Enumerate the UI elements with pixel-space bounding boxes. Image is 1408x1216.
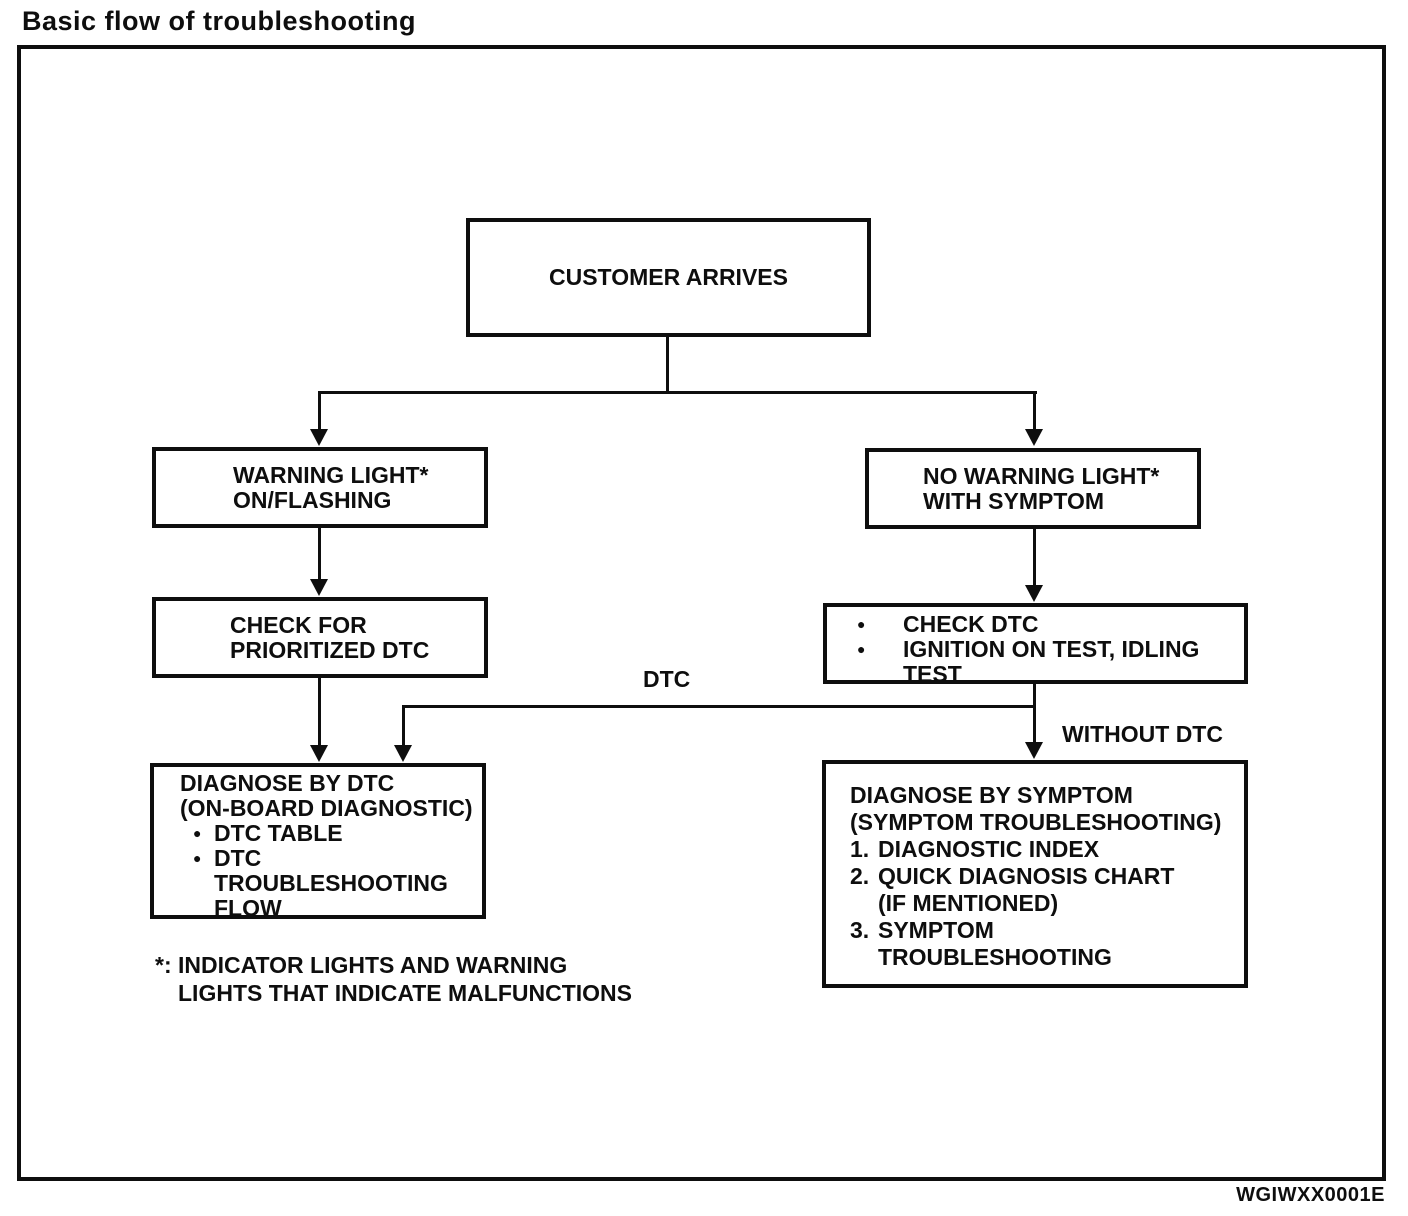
connector-branch-to-warning [318,391,321,431]
connector-no-warning-to-check-dtc [1033,526,1036,587]
numbered-item-line: DIAGNOSTIC INDEX [878,836,1100,862]
bullet-item-line: IGNITION ON TEST, IDLING [903,636,1200,662]
numbered-item: 1. DIAGNOSTIC INDEX [850,836,1238,863]
node-diagnose-by-dtc-title: (ON-BOARD DIAGNOSTIC) [180,795,473,821]
arrowhead-down-icon [394,745,412,762]
page-title: Basic flow of troubleshooting [22,6,416,36]
bullet-item: ● IGNITION ON TEST, IDLING TEST [857,637,1238,687]
bullet-icon: ● [857,641,866,657]
bullet-item: ● DTC TABLE [193,821,478,846]
connector-customer-to-branch [666,335,669,393]
node-warning-light-line: ON/FLASHING [233,486,392,513]
node-no-warning-light-line: WITH SYMPTOM [923,487,1105,514]
edge-label-dtc: DTC [643,666,691,692]
bullet-item-line: DTC [214,845,262,871]
node-no-warning-light-line: NO WARNING LIGHT* [923,462,1160,489]
node-check-prioritized-dtc: CHECK FOR PRIORITIZED DTC [152,597,488,678]
bullet-item-line: CHECK DTC [903,611,1039,637]
node-diagnose-by-symptom-title: (SYMPTOM TROUBLESHOOTING) [850,809,1222,835]
edge-label-without-dtc: WITHOUT DTC [1062,721,1223,747]
arrowhead-down-icon [310,429,328,446]
connector-dtc-branch-horizontal [402,705,1036,708]
bullet-item-line: FLOW [214,895,282,921]
numbered-item-line: TROUBLESHOOTING [878,944,1112,970]
bullet-item-line: TROUBLESHOOTING [214,870,448,896]
connector-branch-to-no-warning [1033,391,1036,431]
node-diagnose-by-dtc: DIAGNOSE BY DTC (ON-BOARD DIAGNOSTIC) ● … [150,763,486,921]
node-check-prioritized-dtc-line: CHECK FOR [230,611,367,638]
numbered-item-line: QUICK DIAGNOSIS CHART [878,863,1175,889]
bullet-icon: ● [193,825,202,841]
bullet-item-line: TEST [903,661,962,687]
connector-warning-to-check [318,525,321,581]
numbered-item-line: (IF MENTIONED) [878,890,1059,916]
footnote-line: LIGHTS THAT INDICATE MALFUNCTIONS [178,980,632,1006]
numbered-item: 2. QUICK DIAGNOSIS CHART (IF MENTIONED) [850,863,1238,917]
arrowhead-down-icon [310,579,328,596]
node-warning-light: WARNING LIGHT* ON/FLASHING [152,447,488,528]
numbered-item: 3. SYMPTOM TROUBLESHOOTING [850,917,1238,971]
arrowhead-down-icon [310,745,328,762]
connector-check-to-diagnose-dtc [318,675,321,747]
connector-branch-horizontal [318,391,1037,394]
item-number: 1. [850,836,870,862]
node-check-prioritized-dtc-line: PRIORITIZED DTC [230,636,430,663]
node-no-warning-light: NO WARNING LIGHT* WITH SYMPTOM [865,448,1201,529]
numbered-item-line: SYMPTOM [878,917,994,943]
item-number: 3. [850,917,870,943]
node-customer-arrives: CUSTOMER ARRIVES [466,218,871,337]
bullet-icon: ● [193,850,202,866]
node-diagnose-by-symptom-title: DIAGNOSE BY SYMPTOM [850,782,1133,808]
node-customer-arrives-label: CUSTOMER ARRIVES [549,264,788,290]
item-number: 2. [850,863,870,889]
node-warning-light-line: WARNING LIGHT* [233,461,429,488]
bullet-icon: ● [857,616,866,632]
arrowhead-down-icon [1025,742,1043,759]
node-check-dtc-tests: ● CHECK DTC ● IGNITION ON TEST, IDLING T… [823,603,1248,687]
figure-code: WGIWXX0001E [1236,1184,1385,1206]
bullet-item: ● CHECK DTC [857,612,1238,637]
footnote-line: *: INDICATOR LIGHTS AND WARNING [155,952,568,978]
bullet-item-line: DTC TABLE [214,820,343,846]
node-diagnose-by-dtc-title: DIAGNOSE BY DTC [180,770,395,796]
connector-dtc-branch-to-diagnose-dtc [402,705,405,747]
connector-check-dtc-to-diagnose-symptom [1033,681,1036,744]
arrowhead-down-icon [1025,585,1043,602]
footnote: *: INDICATOR LIGHTS AND WARNING LIGHTS T… [155,951,632,1007]
node-diagnose-by-symptom: DIAGNOSE BY SYMPTOM (SYMPTOM TROUBLESHOO… [822,760,1248,988]
bullet-item: ● DTC TROUBLESHOOTING FLOW [193,846,478,921]
arrowhead-down-icon [1025,429,1043,446]
